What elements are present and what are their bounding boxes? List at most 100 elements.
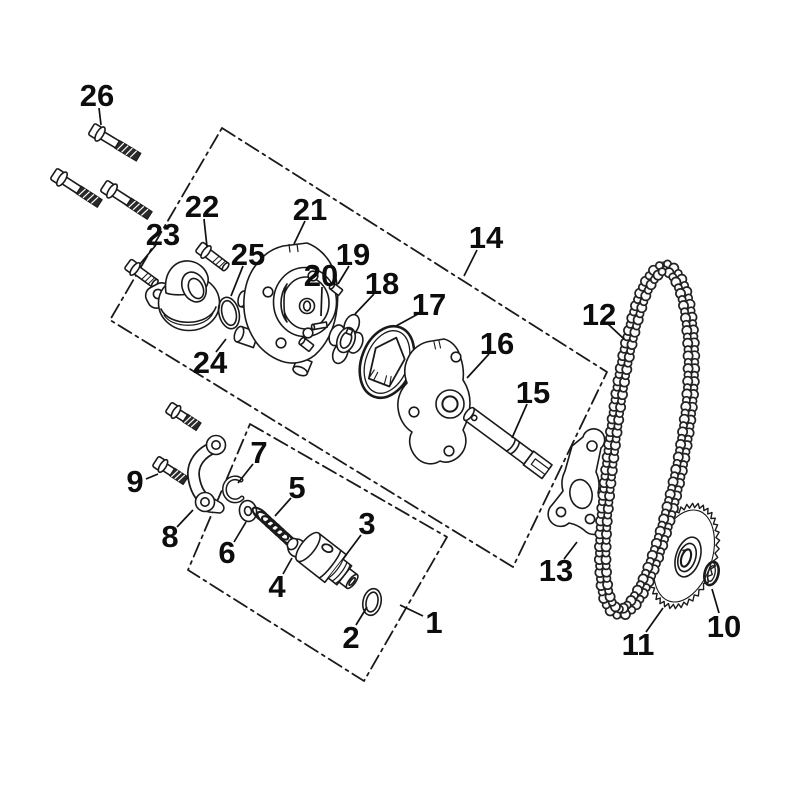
cover-bolt-long-a xyxy=(50,168,103,208)
callout-label: 10 xyxy=(707,609,741,644)
leader-line xyxy=(320,286,323,317)
leader-line xyxy=(203,218,208,248)
inner-rotor xyxy=(321,309,372,370)
leader-line xyxy=(463,249,478,277)
callout-22: 22 xyxy=(185,189,219,248)
callout-7: 7 xyxy=(237,435,268,484)
callout-19: 19 xyxy=(336,237,370,285)
o-ring-25 xyxy=(217,296,241,330)
oil-pump-cover xyxy=(233,242,339,377)
callout-label: 25 xyxy=(231,237,265,272)
callout-20: 20 xyxy=(304,258,338,317)
leader-line xyxy=(354,293,375,315)
leader-line xyxy=(233,521,247,543)
callout-12: 12 xyxy=(582,297,625,340)
relief-spring xyxy=(251,506,299,550)
pump-bolt-23 xyxy=(124,258,159,289)
callout-label: 3 xyxy=(358,506,375,541)
assembly-box-relief-valve xyxy=(187,423,448,682)
callout-label: 4 xyxy=(268,569,286,604)
callout-label: 7 xyxy=(250,435,267,470)
dowel-pin-19 xyxy=(328,282,344,296)
leader-line xyxy=(395,313,419,327)
callout-label: 14 xyxy=(469,220,504,255)
mount-bracket xyxy=(186,434,227,514)
callout-label: 13 xyxy=(539,553,573,588)
callouts: 1 2 3 4 5 6 7 8 9 10 xyxy=(80,78,741,662)
leader-line xyxy=(511,403,528,439)
oil-intake-elbow xyxy=(144,260,221,332)
callout-17: 17 xyxy=(395,287,446,327)
o-ring-2 xyxy=(361,587,383,617)
callout-24: 24 xyxy=(193,338,228,380)
spring-washer xyxy=(238,499,258,523)
callout-3: 3 xyxy=(342,506,376,560)
leader-line xyxy=(145,473,159,480)
bracket-bolt-9 xyxy=(152,456,189,486)
sprocket-lock-washer xyxy=(703,560,720,587)
outer-rotor xyxy=(358,324,416,400)
callout-13: 13 xyxy=(539,541,578,588)
leader-line xyxy=(237,463,254,484)
callout-14: 14 xyxy=(463,220,504,277)
callout-26: 26 xyxy=(80,78,114,126)
roll-pin-20 xyxy=(310,321,329,331)
callout-label: 8 xyxy=(161,519,178,554)
leader-line xyxy=(230,265,244,297)
callout-label: 5 xyxy=(288,470,305,505)
callout-label: 16 xyxy=(480,326,514,361)
timing-chain xyxy=(593,259,701,620)
dowel-pin-small xyxy=(298,336,315,352)
callout-10: 10 xyxy=(707,588,741,644)
leader-line xyxy=(282,557,293,575)
leader-line xyxy=(563,541,578,560)
leader-line xyxy=(293,220,306,245)
callout-label: 1 xyxy=(425,605,442,640)
callout-label: 12 xyxy=(582,297,616,332)
cover-bolt-long-b xyxy=(100,180,153,220)
callout-8: 8 xyxy=(161,509,194,554)
relief-valve-body xyxy=(295,531,359,590)
callout-label: 26 xyxy=(80,78,114,113)
callout-label: 11 xyxy=(622,627,655,662)
callout-label: 20 xyxy=(304,258,338,293)
callout-label: 2 xyxy=(342,620,359,655)
callout-21: 21 xyxy=(293,192,327,245)
callout-label: 19 xyxy=(336,237,370,272)
callout-label: 17 xyxy=(412,287,446,322)
callout-label: 22 xyxy=(185,189,219,224)
leader-line xyxy=(274,497,292,517)
pump-shaft xyxy=(462,406,553,480)
leader-line xyxy=(139,244,157,265)
callout-6: 6 xyxy=(218,521,247,570)
callout-label: 9 xyxy=(126,464,143,499)
callout-label: 18 xyxy=(365,266,399,301)
callout-1: 1 xyxy=(399,604,443,640)
callout-label: 6 xyxy=(218,535,235,570)
callout-4: 4 xyxy=(268,557,293,604)
callout-11: 11 xyxy=(622,607,664,662)
callout-25: 25 xyxy=(230,237,265,297)
leader-line xyxy=(176,509,194,528)
bracket-bolt-upper xyxy=(165,402,202,432)
callout-label: 23 xyxy=(146,217,180,252)
leader-line xyxy=(466,353,490,379)
leader-line xyxy=(337,265,350,285)
oil-pump-body xyxy=(397,338,471,465)
callout-5: 5 xyxy=(274,470,306,517)
leader-line xyxy=(98,107,102,126)
leader-line xyxy=(342,534,362,560)
callout-23: 23 xyxy=(139,217,180,265)
callout-16: 16 xyxy=(466,326,514,379)
leader-line xyxy=(645,607,664,633)
leader-line xyxy=(355,606,368,626)
leader-line xyxy=(711,588,720,614)
callout-label: 15 xyxy=(516,375,550,410)
callout-9: 9 xyxy=(126,464,159,499)
leader-line xyxy=(215,338,227,353)
callout-18: 18 xyxy=(354,266,399,315)
leader-line xyxy=(607,323,625,340)
e-clip xyxy=(222,475,245,504)
